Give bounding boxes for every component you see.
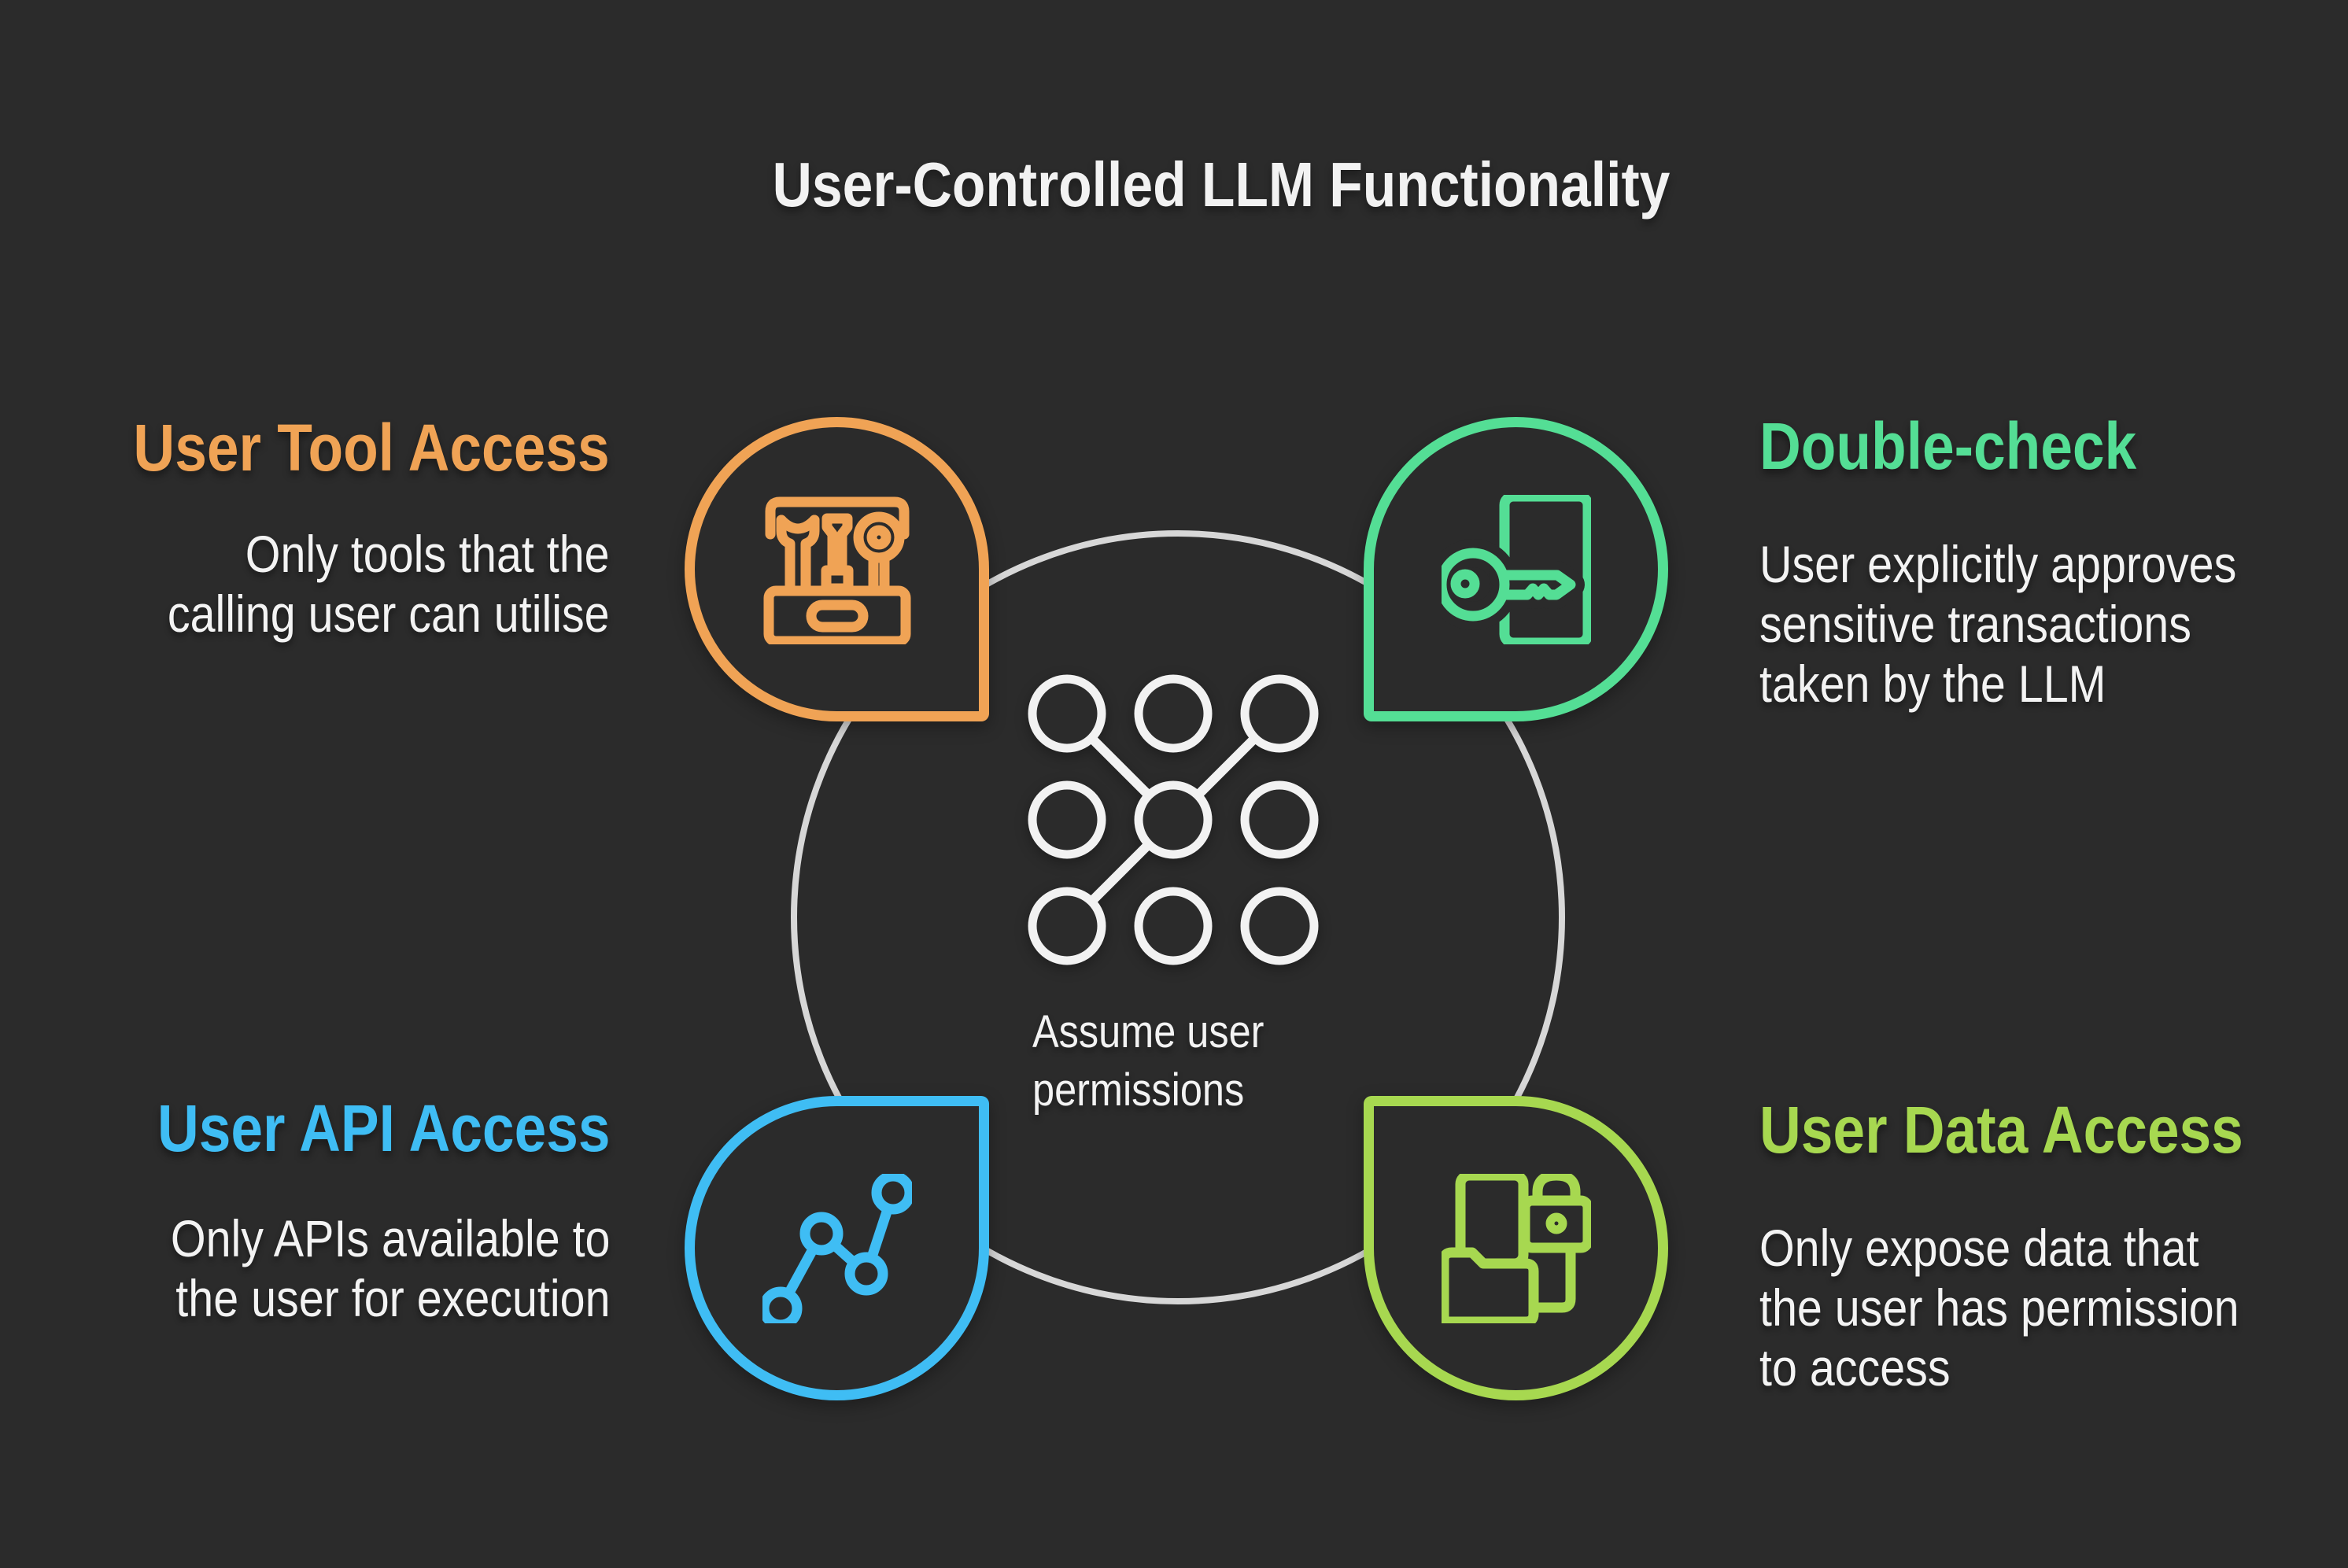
center-caption: Assume user permissions (1032, 1006, 1264, 1116)
quadrant-heading: User Data Access (1759, 1093, 2243, 1167)
quadrant-body: Only tools that the calling user can uti… (168, 525, 610, 643)
quadrant-data-access: User Data Access Only expose data that t… (1759, 1097, 2243, 1397)
line-chart-icon (762, 1173, 912, 1323)
double-check-bubble (1364, 417, 1668, 721)
tool-access-bubble (685, 417, 989, 721)
quadrant-tool-access: User Tool Access Only tools that the cal… (134, 415, 610, 644)
center-ring (791, 530, 1565, 1304)
key-icon (1441, 494, 1591, 644)
quadrant-double-check: Double-check User explicitly approves se… (1759, 413, 2236, 714)
folder-lock-icon (1441, 1173, 1591, 1323)
quadrant-heading: User API Access (157, 1091, 610, 1165)
quadrant-heading: User Tool Access (133, 411, 610, 485)
quadrant-body: Only expose data that the user has permi… (1759, 1219, 2239, 1396)
page-title: User-Controlled LLM Functionality (772, 149, 1671, 220)
quadrant-body: Only APIs available to the user for exec… (170, 1209, 610, 1327)
api-access-bubble (685, 1096, 989, 1400)
quadrant-body: User explicitly approves sensitive trans… (1759, 535, 2237, 713)
quadrant-heading: Double-check (1759, 409, 2137, 483)
data-access-bubble (1364, 1096, 1668, 1400)
toolbox-icon (763, 496, 910, 644)
pattern-lock-icon (1028, 674, 1319, 965)
quadrant-api-access: User API Access Only APIs available to t… (157, 1095, 610, 1328)
